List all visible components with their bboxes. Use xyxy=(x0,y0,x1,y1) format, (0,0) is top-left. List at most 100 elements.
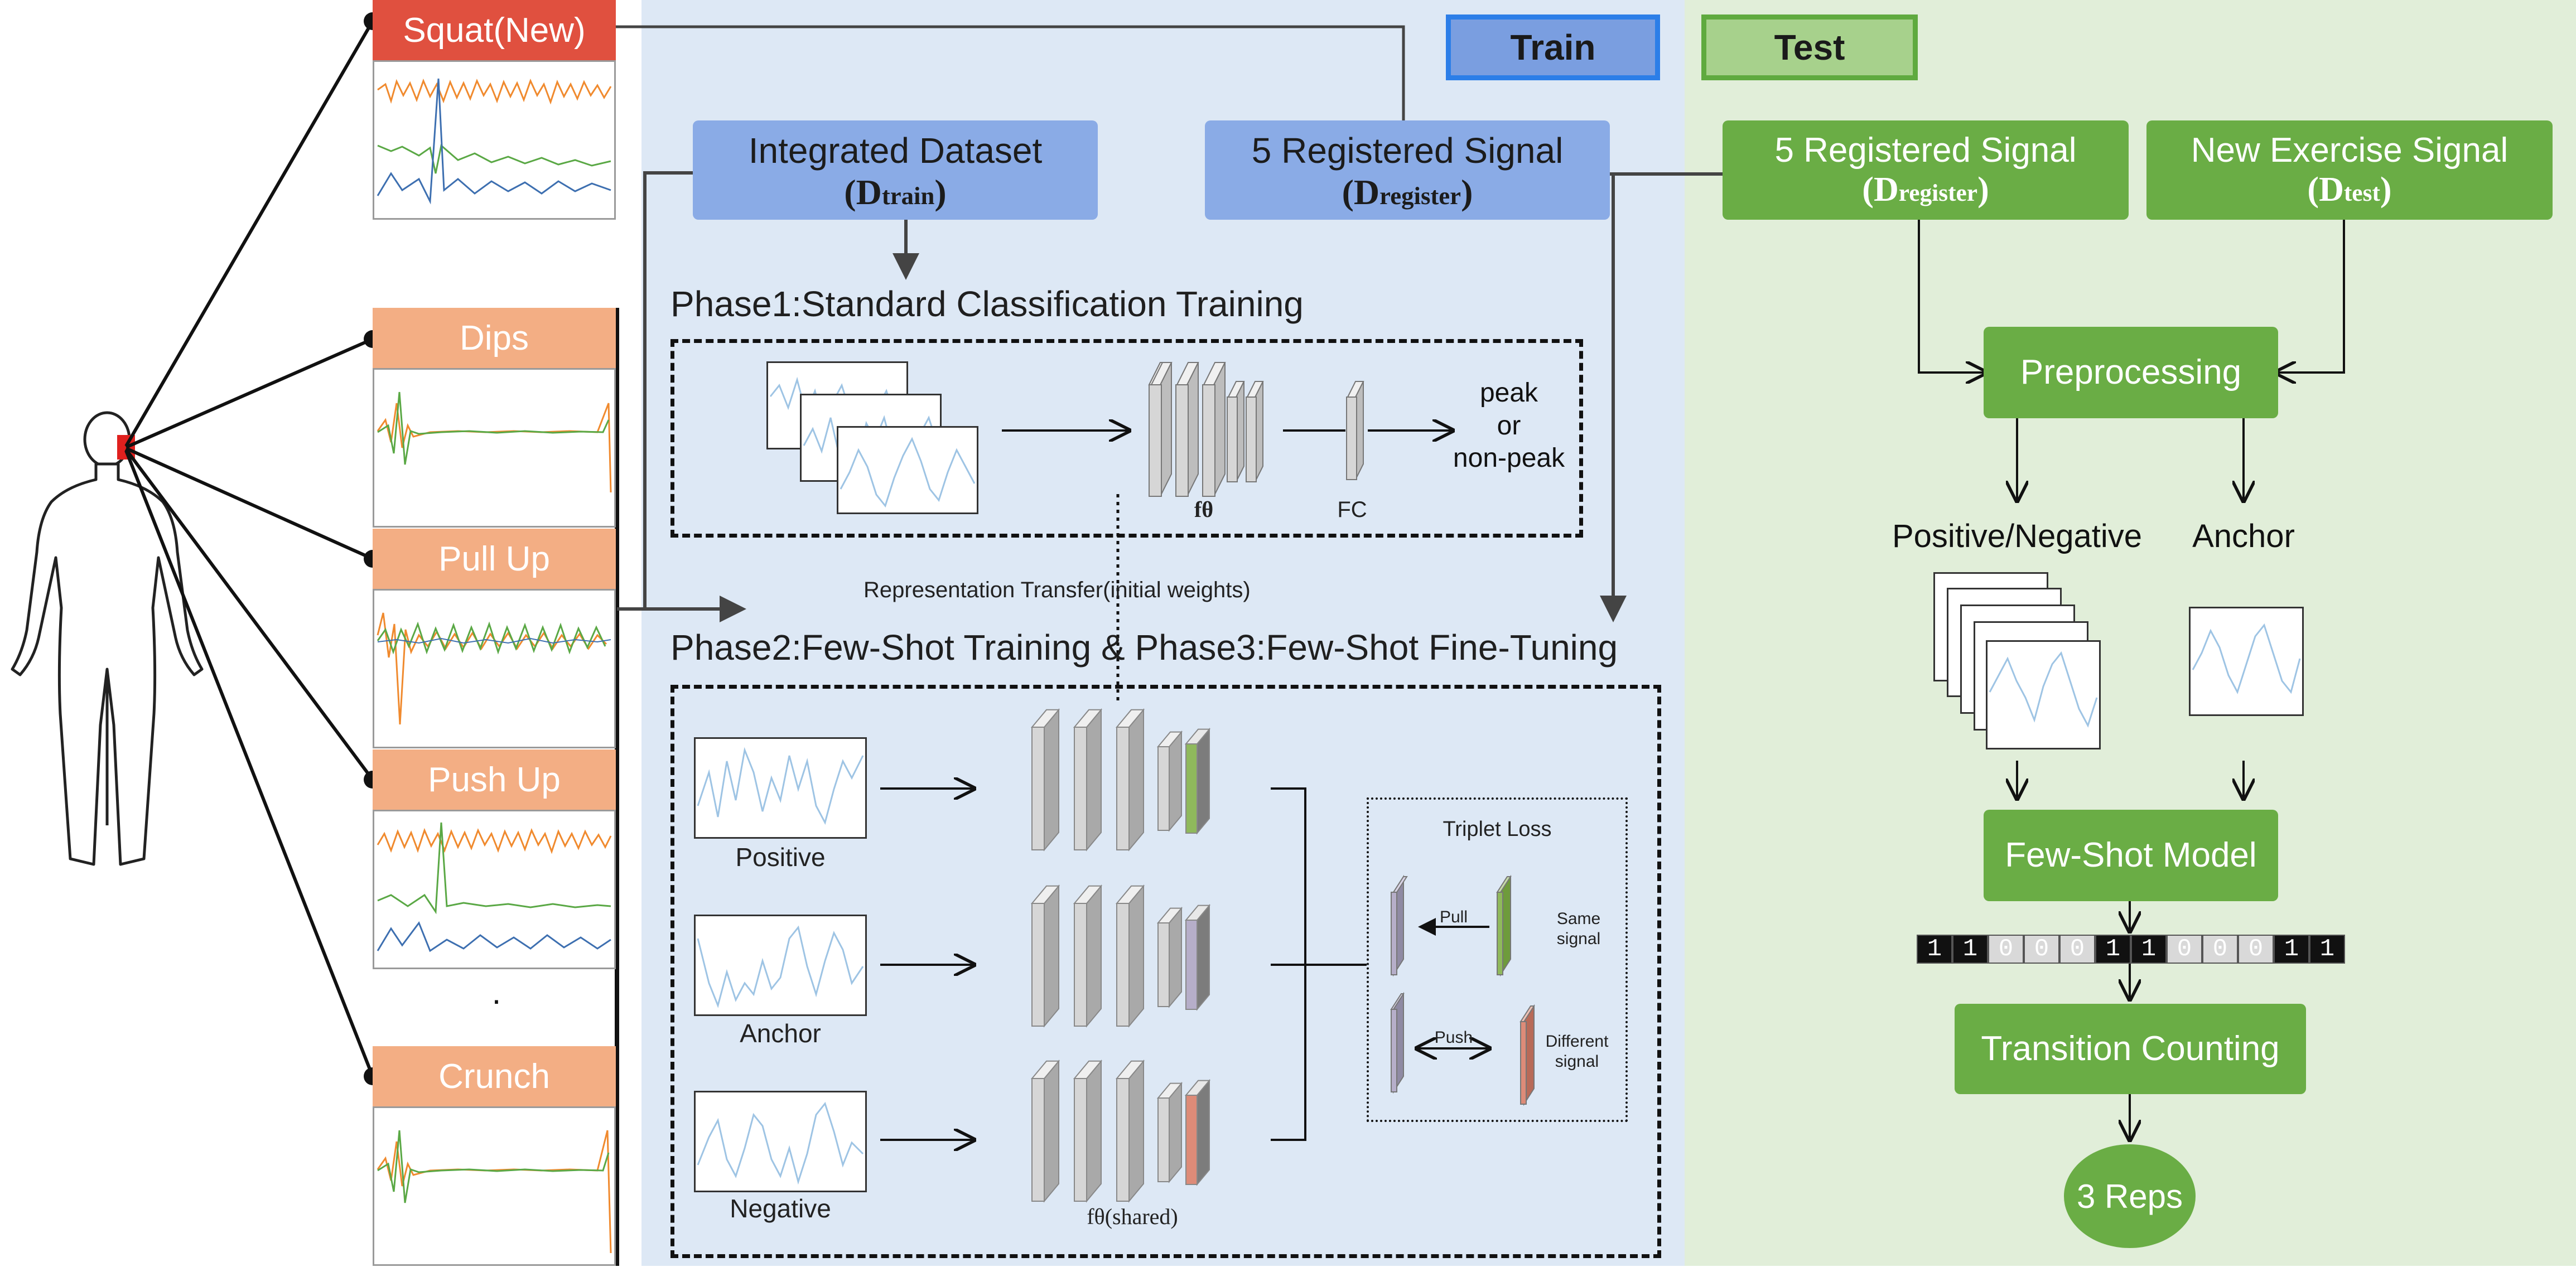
phase2-frame xyxy=(670,685,1661,1258)
cnn-layer xyxy=(1073,708,1103,852)
exercise-signal-pushup xyxy=(373,810,616,969)
f-theta-shared-label: fθ(shared) xyxy=(1087,1204,1178,1229)
exercise-header-crunch: Crunch xyxy=(373,1046,616,1106)
exercise-label: Crunch xyxy=(438,1057,550,1096)
cnn-layer xyxy=(1030,708,1060,852)
sequence-cell: 0 xyxy=(2167,935,2202,964)
preprocessing-label: Preprocessing xyxy=(2020,353,2242,392)
negative-label: Negative xyxy=(730,1194,831,1223)
new-exercise-title: New Exercise Signal xyxy=(2191,131,2509,170)
exercise-signal-dips xyxy=(373,368,616,528)
exercise-signal-squat xyxy=(373,60,616,220)
signal-plot xyxy=(377,391,612,493)
positive-label: Positive xyxy=(735,843,826,872)
sequence-cell: 1 xyxy=(2309,935,2345,964)
signal-plot xyxy=(377,1130,612,1254)
output-peak: peak xyxy=(1479,378,1538,408)
same-signal-label: Same signal xyxy=(1545,909,1612,949)
test-registered-title: 5 Registered Signal xyxy=(1774,131,2077,170)
negative-input-plot xyxy=(694,1091,867,1192)
phase1-output: peak or non-peak xyxy=(1445,377,1573,475)
output-non-peak: non-peak xyxy=(1453,443,1565,473)
phase1-frame xyxy=(670,339,1583,538)
different-line-2: signal xyxy=(1555,1052,1599,1071)
cnn-layer xyxy=(1156,1081,1183,1183)
registered-signal-box: 5 Registered Signal (Dregister) xyxy=(1205,120,1610,220)
ellipsis-dot: · xyxy=(491,981,502,1018)
cnn-layer xyxy=(1156,730,1183,832)
exercise-signal-crunch xyxy=(373,1106,616,1266)
dataset-symbol: (Dtrain) xyxy=(844,172,947,212)
different-line-1: Different xyxy=(1545,1032,1609,1051)
sequence-cell: 0 xyxy=(2024,935,2059,964)
phase1-title: Phase1:Standard Classification Training xyxy=(670,284,1304,324)
exercise-signal-pullup xyxy=(373,589,616,748)
phase2-title: Phase2:Few-Shot Training & Phase3:Few-Sh… xyxy=(670,627,1618,668)
exercise-header-pushup: Push Up xyxy=(373,749,616,810)
positive-input-plot xyxy=(694,737,867,839)
f-theta-label: fθ xyxy=(1194,497,1214,522)
result-label: 3 Reps xyxy=(2076,1177,2183,1215)
cnn-layer xyxy=(1030,1060,1060,1203)
exercise-header-pullup: Pull Up xyxy=(373,529,616,589)
cnn-layer xyxy=(1156,906,1183,1008)
anchor-test-label: Anchor xyxy=(2192,518,2295,554)
different-signal-label: Different signal xyxy=(1535,1032,1619,1072)
sequence-cell: 1 xyxy=(2095,935,2131,964)
phase1-input-stack-3 xyxy=(837,426,978,514)
cnn-layer xyxy=(1030,884,1060,1028)
integrated-dataset-box: Integrated Dataset (Dtrain) xyxy=(693,120,1098,220)
exercise-header-dips: Dips xyxy=(373,308,616,368)
same-line-2: signal xyxy=(1556,930,1601,948)
sequence-cell: 0 xyxy=(1988,935,2024,964)
integrated-dataset-title: Integrated Dataset xyxy=(748,130,1043,171)
positive-negative-label: Positive/Negative xyxy=(1892,518,2143,554)
test-registered-signal-box: 5 Registered Signal (Dregister) xyxy=(1723,120,2129,220)
exercise-label: Push Up xyxy=(428,760,561,799)
sequence-cell: 0 xyxy=(2238,935,2274,964)
output-or: or xyxy=(1497,410,1521,441)
triplet-loss-title: Triplet Loss xyxy=(1443,818,1552,841)
transition-counting-label: Transition Counting xyxy=(1981,1029,2280,1068)
registered-signal-title: 5 Registered Signal xyxy=(1251,130,1564,171)
push-label: Push xyxy=(1434,1028,1473,1047)
cnn-layer xyxy=(1184,1079,1211,1186)
test-tag-label: Test xyxy=(1774,27,1845,67)
posneg-stack-5 xyxy=(1986,640,2101,749)
signal-plot xyxy=(377,78,612,205)
exercise-label: Squat(New) xyxy=(403,11,586,50)
sequence-cell: 1 xyxy=(1917,935,1952,964)
signal-plot xyxy=(377,612,611,725)
register-symbol: (Dregister) xyxy=(1342,172,1473,212)
train-tag-label: Train xyxy=(1510,27,1596,67)
transition-counting-box: Transition Counting xyxy=(1955,1004,2306,1094)
triplet-loss-frame xyxy=(1367,797,1628,1122)
cnn-layer xyxy=(1115,1060,1145,1203)
result-circle: 3 Reps xyxy=(2064,1144,2196,1248)
cnn-layer xyxy=(1073,884,1103,1028)
pull-label: Pull xyxy=(1439,908,1468,926)
cnn-layer xyxy=(1184,903,1211,1011)
sequence-cell: 0 xyxy=(2202,935,2238,964)
test-tag: Test xyxy=(1701,14,1918,80)
test-register-symbol: (Dregister) xyxy=(1862,171,1989,209)
exercise-label: Pull Up xyxy=(438,539,550,578)
signal-plot xyxy=(377,822,612,952)
anchor-input-plot xyxy=(694,915,867,1016)
few-shot-model-box: Few-Shot Model xyxy=(1984,810,2278,901)
anchor-label: Anchor xyxy=(740,1019,821,1048)
sequence-cell: 1 xyxy=(2274,935,2309,964)
cnn-layer xyxy=(1184,727,1211,835)
sequence-cell: 0 xyxy=(2059,935,2095,964)
new-exercise-symbol: (Dtest) xyxy=(2307,171,2392,209)
representation-transfer-label: Representation Transfer(initial weights) xyxy=(864,578,1251,602)
exercise-header-squat: Squat(New) xyxy=(373,0,616,60)
cnn-layer xyxy=(1115,884,1145,1028)
cnn-layer xyxy=(1073,1060,1103,1203)
new-exercise-signal-box: New Exercise Signal (Dtest) xyxy=(2146,120,2553,220)
